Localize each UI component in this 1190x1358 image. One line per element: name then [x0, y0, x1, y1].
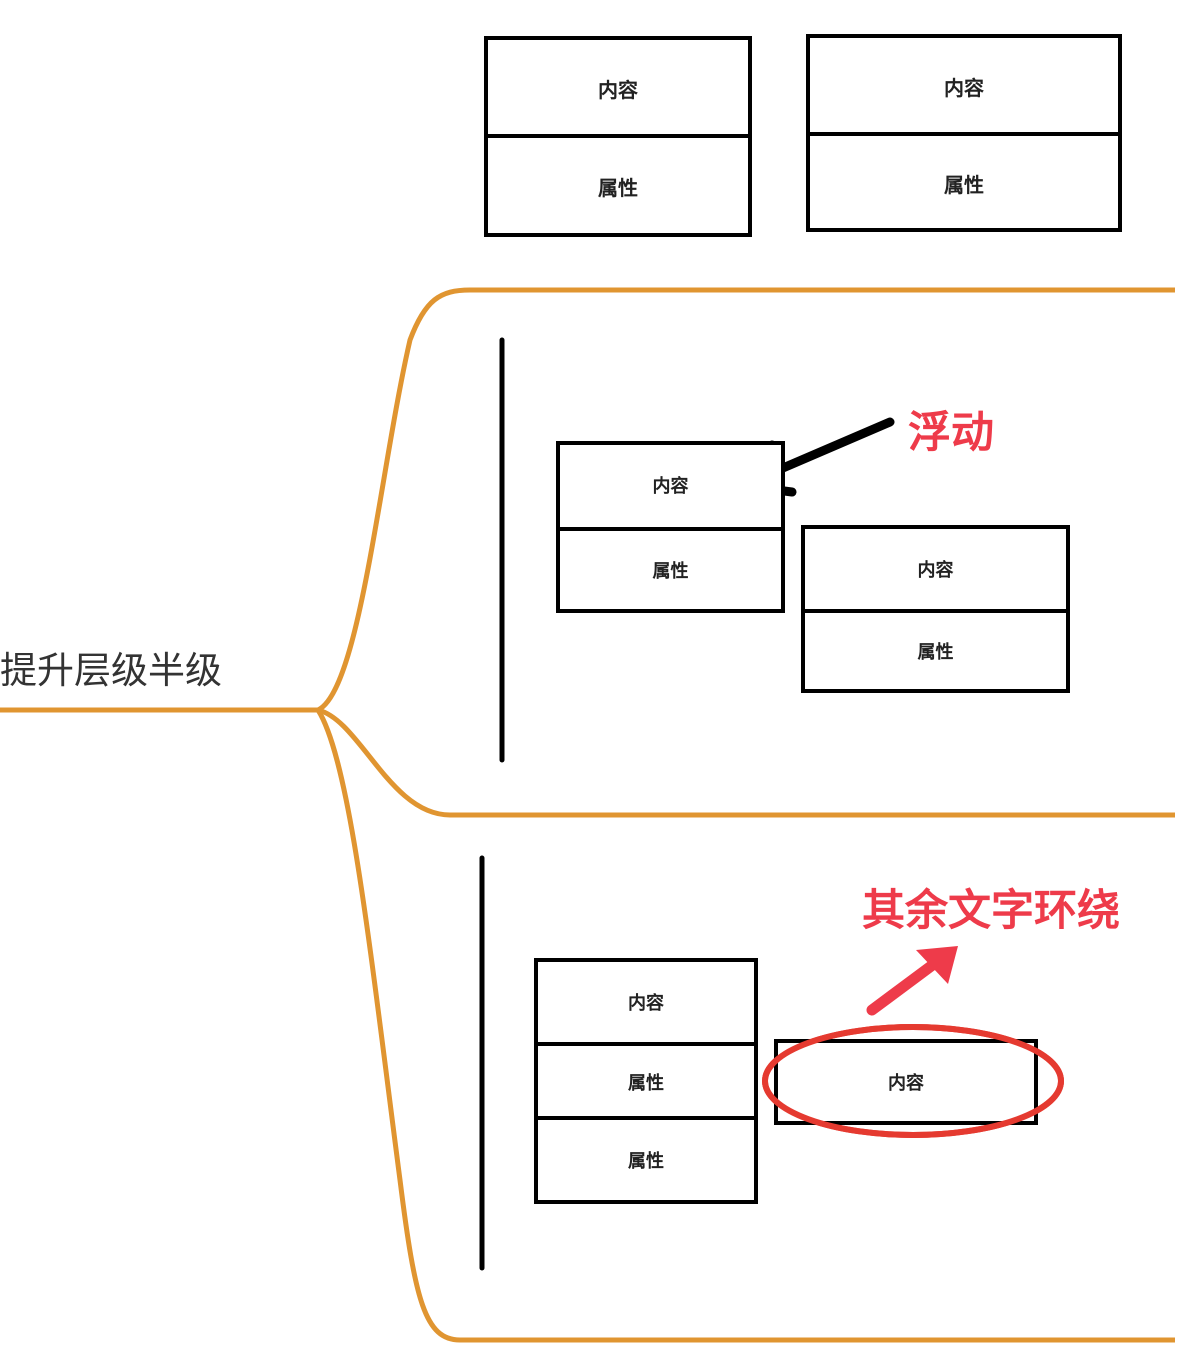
- box-divider: [538, 1042, 754, 1046]
- box-attribute-cell: 属性: [598, 175, 638, 200]
- box-attribute-cell: 属性: [628, 1073, 664, 1094]
- box-divider: [488, 134, 748, 138]
- box-content-cell: 内容: [944, 75, 984, 100]
- box-attribute-cell: 属性: [652, 561, 689, 582]
- box-content-cell: 内容: [598, 77, 638, 102]
- box-divider: [538, 1116, 754, 1120]
- box-attribute-cell: 属性: [628, 1151, 664, 1172]
- box-content-cell: 内容: [652, 476, 689, 497]
- annotation-float: 浮动: [908, 408, 994, 458]
- box-top-left: 内容 属性: [484, 36, 752, 237]
- box-attribute-cell: 属性: [944, 172, 984, 197]
- box-divider: [560, 527, 781, 531]
- box-content-cell: 内容: [888, 1073, 924, 1094]
- box-wrap-left: 内容 属性 属性: [534, 958, 758, 1204]
- box-floated: 内容 属性: [556, 441, 785, 613]
- box-content-cell: 内容: [917, 560, 954, 581]
- annotation-wrap: 其余文字环绕: [862, 886, 1120, 936]
- box-divider: [805, 609, 1066, 613]
- wrap-arrow-head: [916, 946, 958, 984]
- box-content-cell: 内容: [628, 993, 664, 1014]
- branch-line-middle: [317, 707, 1175, 818]
- box-wrapped-content: 内容: [774, 1039, 1038, 1125]
- root-topic-label: 提升层级半级: [0, 649, 222, 692]
- box-top-right: 内容 属性: [806, 34, 1122, 232]
- box-divider: [810, 132, 1118, 136]
- box-attribute-cell: 属性: [917, 642, 954, 663]
- branch-line-bottom: [315, 708, 1175, 1343]
- branch-line-top: [0, 287, 1175, 713]
- box-normal-flow: 内容 属性: [801, 525, 1070, 693]
